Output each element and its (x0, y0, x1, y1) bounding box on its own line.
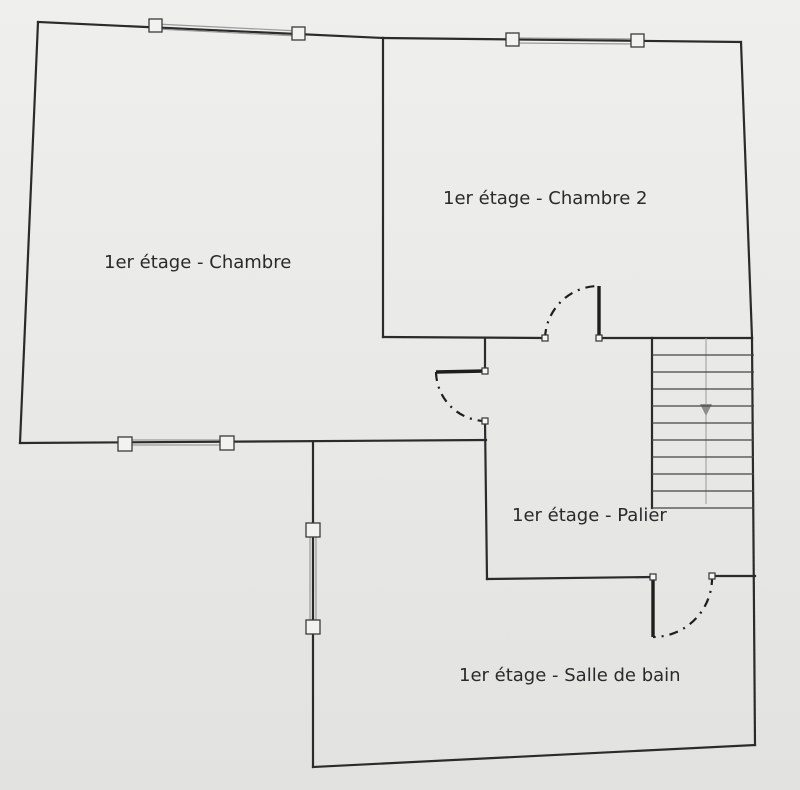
room-label-salle-de-bain: 1er étage - Salle de bain (459, 665, 681, 686)
wall-bottom (311, 743, 757, 769)
wall-top-right (381, 36, 743, 44)
window-bedroom-bottom (117, 435, 235, 452)
room-labels: 1er étage - Chambre 1er étage - Chambre … (104, 188, 681, 686)
window-post (291, 26, 306, 41)
window-post (505, 32, 520, 47)
window-post (305, 619, 321, 635)
wall-bathroom-top-left (485, 575, 655, 581)
window-post (630, 33, 645, 48)
outer-walls (18, 20, 757, 769)
room-label-palier: 1er étage - Palier (512, 505, 667, 526)
stair-arrow-icon (700, 404, 712, 416)
window-post (148, 18, 163, 33)
room-label-chambre: 1er étage - Chambre (104, 252, 291, 273)
window-post (117, 436, 133, 452)
door-bedroom (434, 367, 489, 425)
staircase (650, 336, 754, 510)
window-bedroom-top (148, 18, 306, 41)
door-bedroom2 (541, 284, 603, 342)
windows (117, 18, 645, 635)
wall-landing-left (483, 419, 489, 581)
doors (434, 284, 716, 639)
window-post (305, 522, 321, 538)
window-bathroom-left (305, 522, 321, 635)
wall-left (18, 20, 40, 445)
interior-walls (381, 36, 757, 581)
wall-bedroom-bottom (18, 438, 488, 445)
window-post (219, 435, 235, 451)
wall-right-lower (750, 336, 757, 747)
wall-top-left (36, 20, 385, 40)
window-bedroom2-top (505, 32, 645, 48)
door-bathroom (649, 572, 716, 639)
wall-bedroom2-bottom-left (381, 335, 547, 340)
wall-right-upper (739, 40, 754, 340)
room-label-chambre-2: 1er étage - Chambre 2 (443, 188, 647, 209)
